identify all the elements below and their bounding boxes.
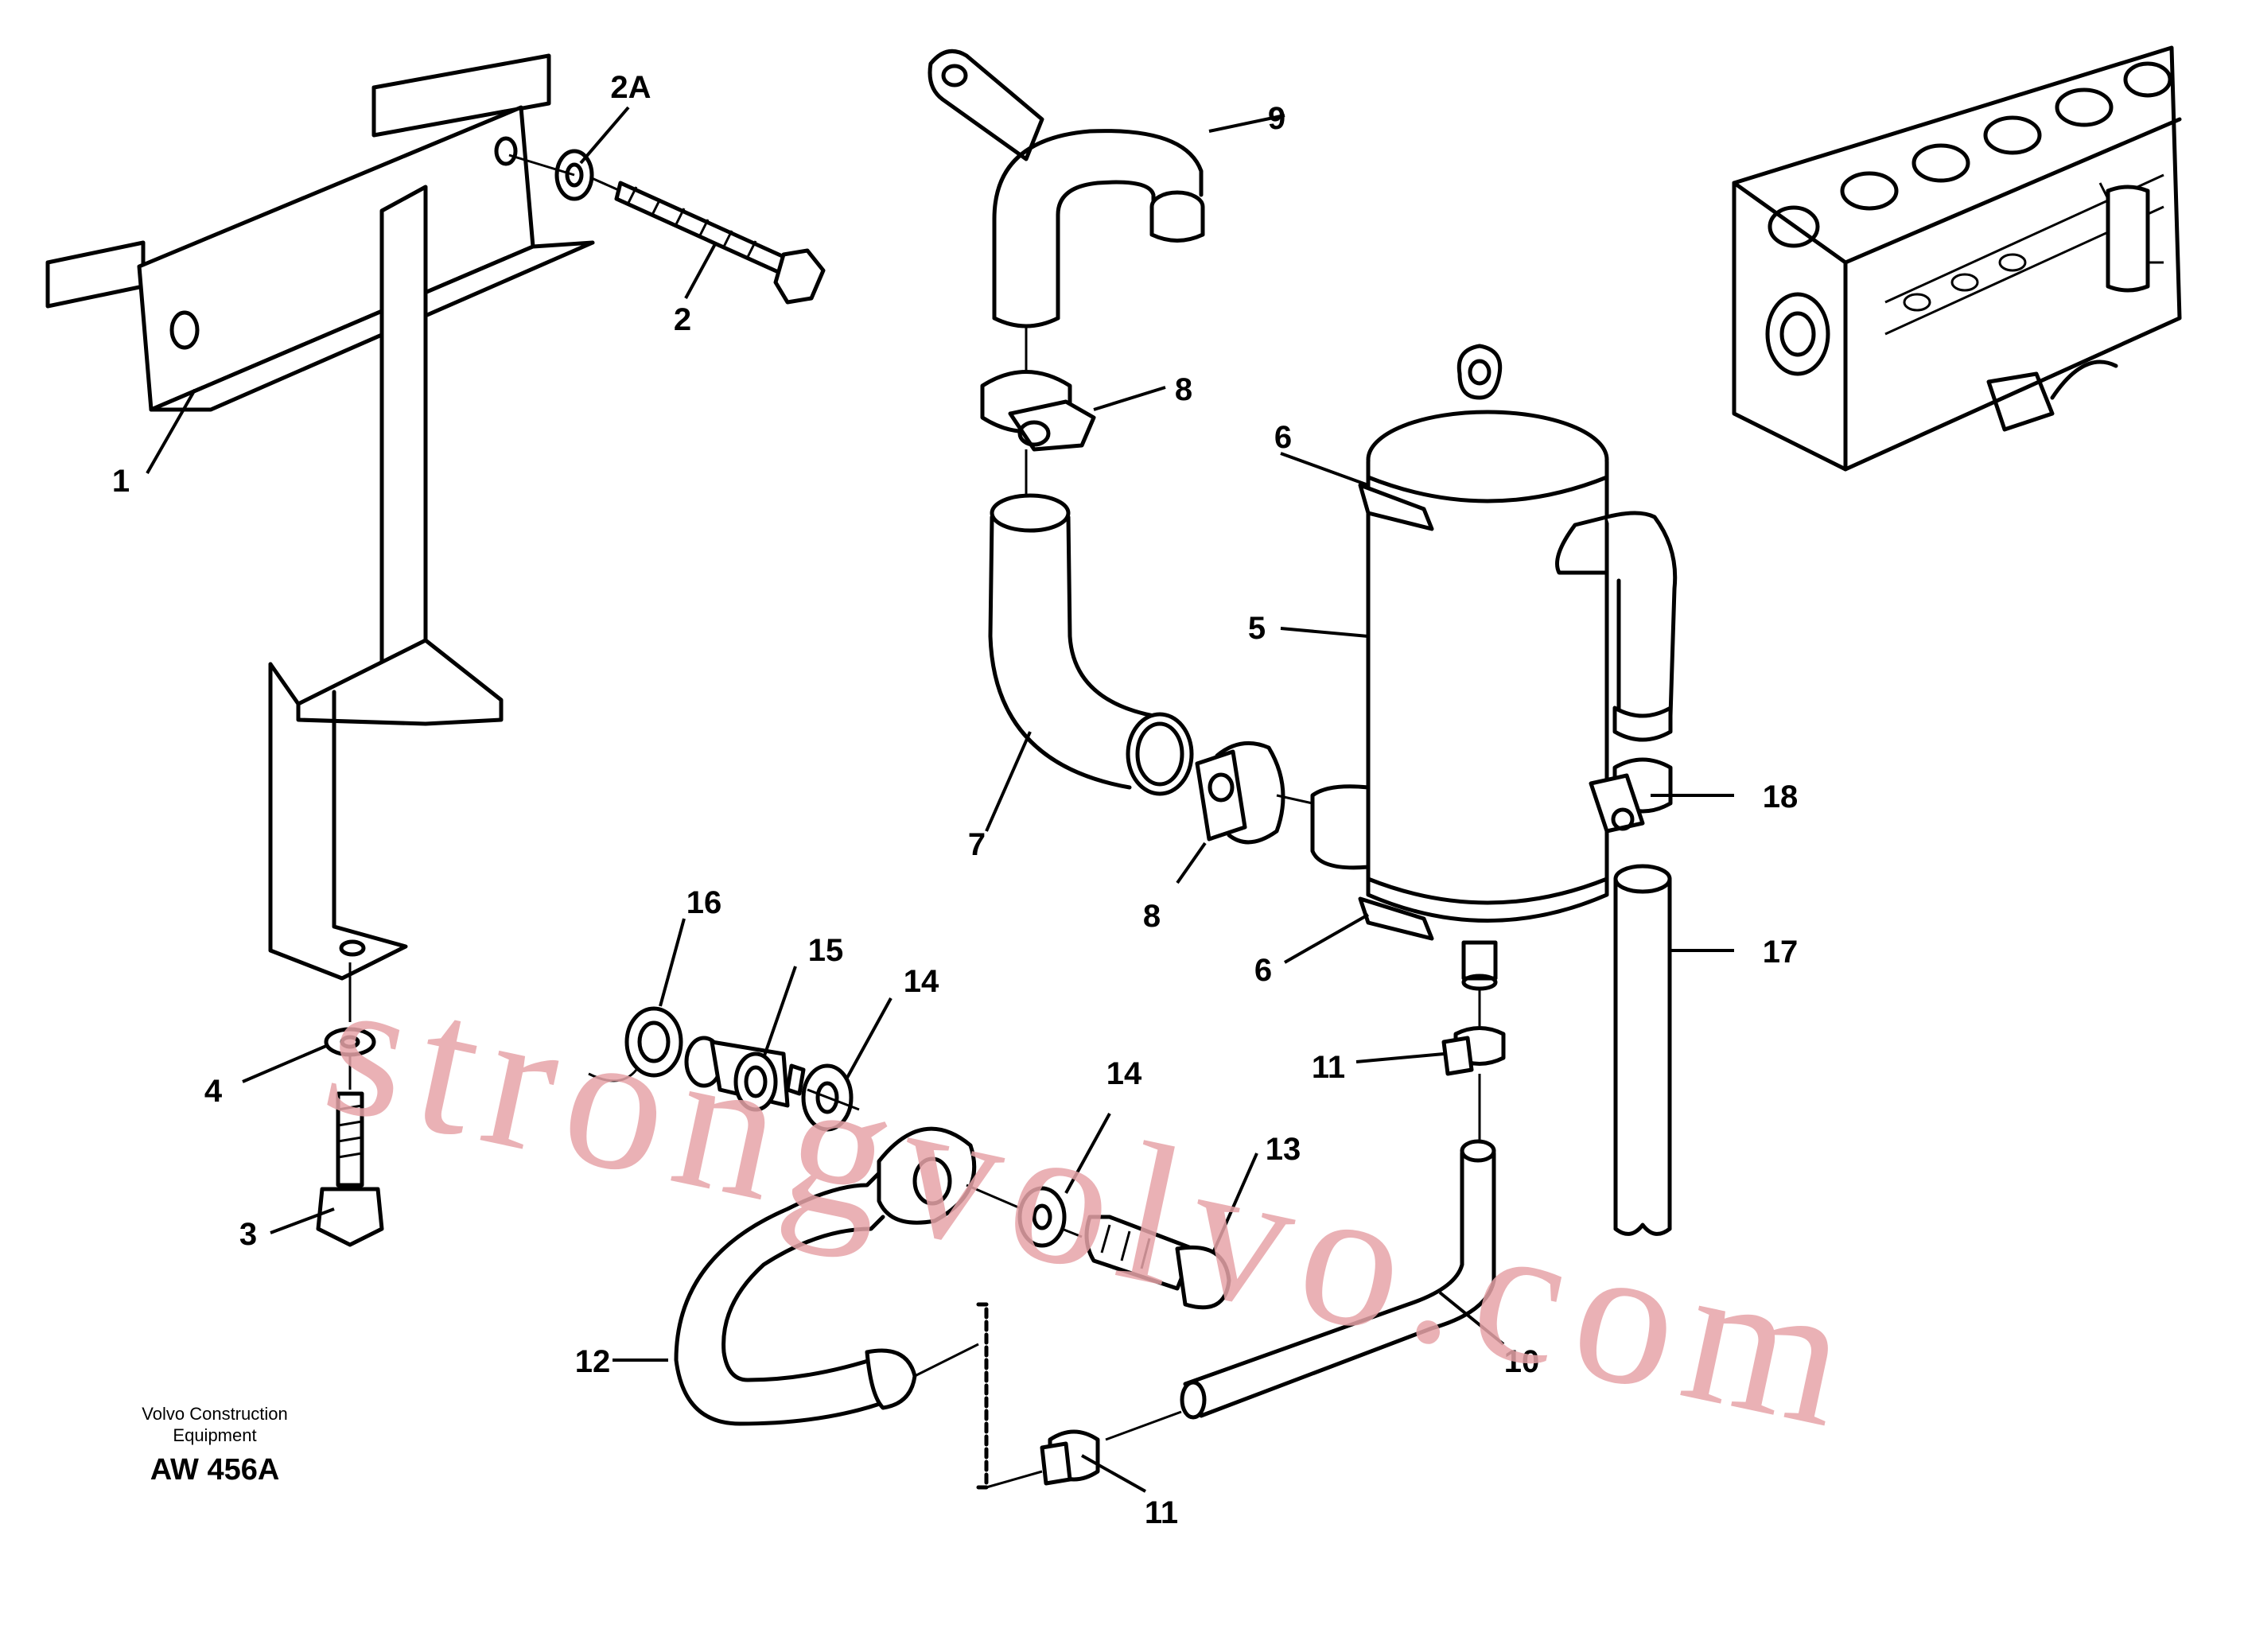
clamp-part-11-lower [986, 1410, 1182, 1489]
leader-lines [146, 106, 1734, 1493]
callout-5: 5 [1248, 611, 1266, 646]
hose-part-17 [1613, 864, 1672, 1236]
hose-part-10 [1180, 1139, 1496, 1420]
callout-16: 16 [686, 885, 722, 920]
clamp-part-8-upper [980, 326, 1096, 497]
bolt-part-2 [508, 149, 826, 305]
callout-18: 18 [1763, 779, 1799, 814]
clamp-part-11-upper [1441, 990, 1506, 1141]
screw-part-3 [316, 962, 384, 1247]
caption-line-1: Volvo Construction [142, 1404, 287, 1424]
callout-8-lower: 8 [1143, 899, 1161, 934]
callout-12: 12 [575, 1344, 611, 1379]
callout-3: 3 [239, 1217, 257, 1252]
fitting-parts-13-16 [588, 1006, 1231, 1310]
callouts: 1 2 2A 3 4 5 6 6 7 8 8 9 10 11 11 12 13 … [112, 70, 1798, 1530]
hose-part-7 [988, 493, 1194, 796]
callout-11-lower: 11 [1145, 1495, 1178, 1530]
callout-7: 7 [968, 827, 986, 862]
clamp-part-8-lower [1195, 740, 1313, 845]
callout-1: 1 [112, 464, 130, 499]
callout-6-upper: 6 [1274, 420, 1292, 455]
callout-2: 2 [674, 302, 691, 337]
callout-8-upper: 8 [1175, 372, 1192, 407]
support-arm [268, 185, 504, 981]
bracket-part-1 [45, 53, 595, 412]
callout-15: 15 [808, 933, 844, 968]
callout-6-lower: 6 [1254, 953, 1272, 988]
callout-10: 10 [1504, 1344, 1540, 1379]
watermark: strongvolvo.com [309, 933, 1878, 1472]
pipe-part-12 [674, 1126, 989, 1490]
figure-caption: Volvo Construction Equipment AW 456A [142, 1404, 287, 1487]
caption-line-2: Equipment [173, 1425, 256, 1445]
callout-14-right: 14 [1106, 1056, 1142, 1091]
canister-part-5 [1310, 344, 1678, 991]
callout-9: 9 [1268, 101, 1285, 136]
engine-block-inset [1732, 45, 2182, 472]
hose-part-9 [928, 49, 1205, 328]
callout-13: 13 [1266, 1132, 1301, 1167]
clamp-part-18 [1589, 757, 1673, 834]
callout-14-left: 14 [904, 964, 939, 999]
callout-17: 17 [1763, 935, 1799, 970]
figure-code: AW 456A [150, 1453, 280, 1487]
callout-2a: 2A [610, 70, 651, 105]
callout-11-upper: 11 [1312, 1050, 1345, 1085]
callout-4: 4 [204, 1074, 223, 1109]
